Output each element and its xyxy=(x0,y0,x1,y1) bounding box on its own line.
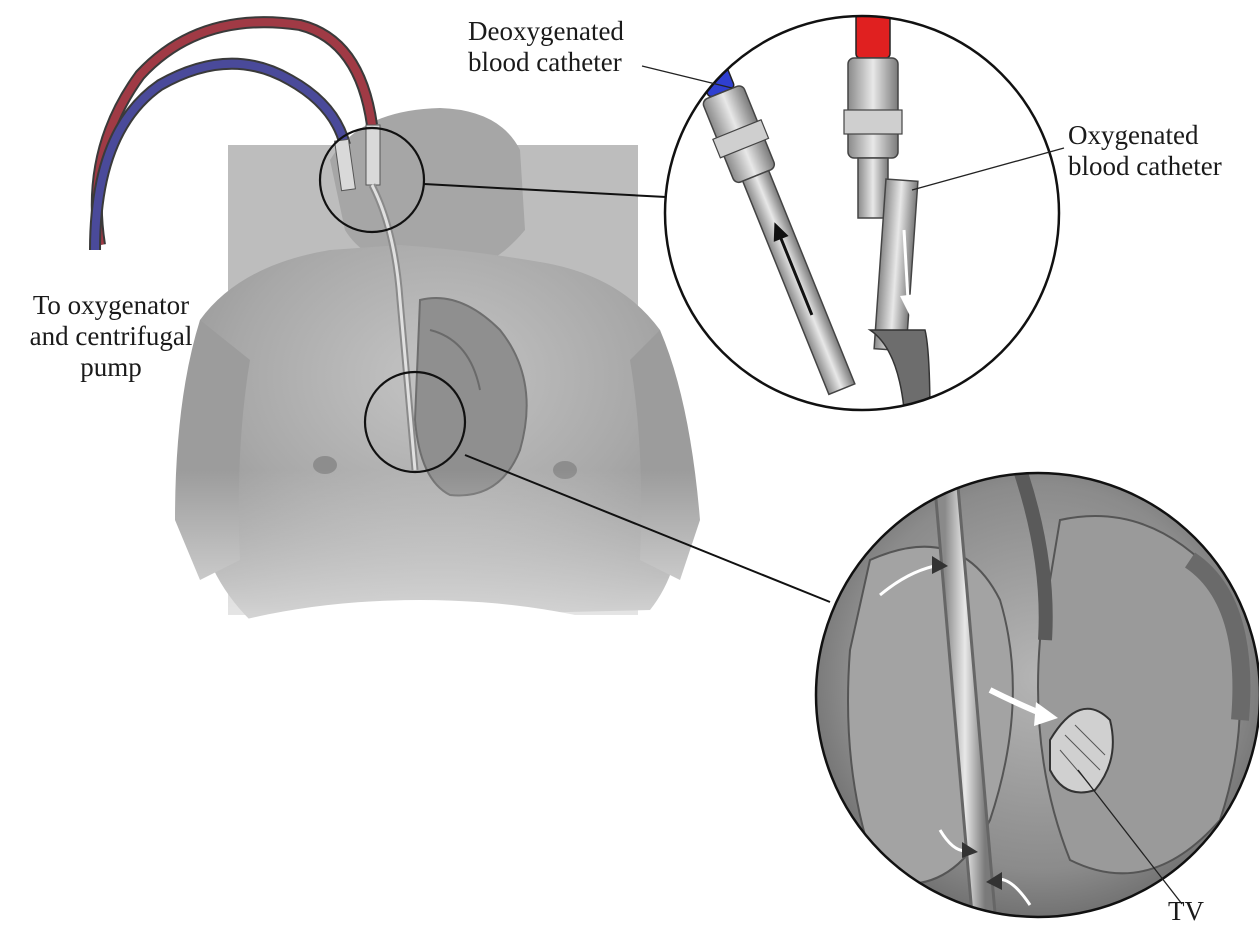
oxygenated-label-line-2: blood catheter xyxy=(1068,151,1222,182)
tricuspid-valve-label: TV xyxy=(1168,896,1204,927)
deoxygenated-label-line-1: Deoxygenated xyxy=(468,16,624,47)
oxygenator-label-line-3: pump xyxy=(16,352,206,383)
oxygenator-label-line-2: and centrifugal xyxy=(16,321,206,352)
torso-illustration xyxy=(100,108,750,840)
oxygenator-label-line-1: To oxygenator xyxy=(16,290,206,321)
deoxygenated-catheter-label: Deoxygenated blood catheter xyxy=(468,16,624,78)
oxygenator-pump-label: To oxygenator and centrifugal pump xyxy=(16,290,206,383)
deoxygenated-label-line-2: blood catheter xyxy=(468,47,624,78)
oxygenated-catheter-label: Oxygenated blood catheter xyxy=(1068,120,1222,182)
oxygenated-label-line-1: Oxygenated xyxy=(1068,120,1222,151)
heart-closeup xyxy=(810,470,1259,931)
